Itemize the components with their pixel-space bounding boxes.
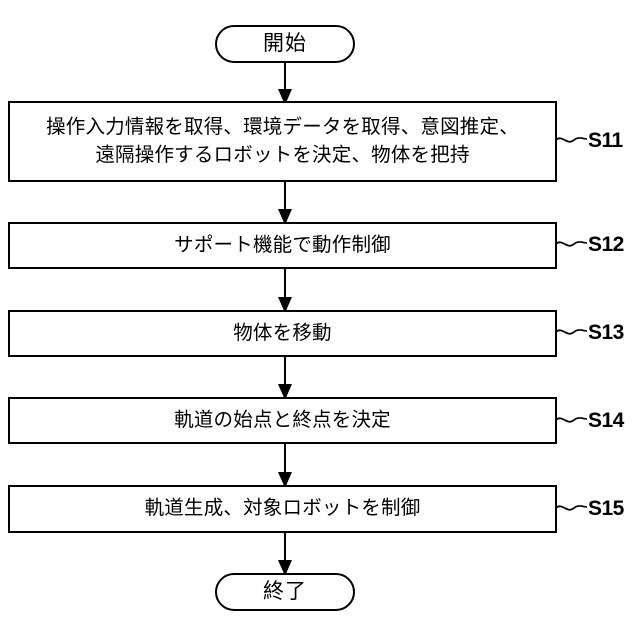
end-terminal-label: 終了: [263, 580, 307, 604]
arrow-s12-s13: [278, 267, 292, 313]
arrow-s14-s15: [278, 442, 292, 488]
leader-line-s11: [555, 137, 588, 143]
process-box-s15-label: 軌道生成、対象ロボットを制御: [144, 497, 421, 520]
leader-line-s14: [555, 417, 588, 423]
process-box-s12: サポート機能で動作制御: [8, 222, 557, 269]
process-box-s11: 操作入力情報を取得、環境データを取得、意図推定、 遠隔操作するロボットを決定、物…: [8, 101, 557, 182]
start-terminal: 開始: [215, 25, 355, 63]
step-label-s12: S12: [588, 233, 624, 256]
arrow-s15-end: [278, 531, 292, 576]
step-label-s15: S15: [588, 497, 624, 520]
process-box-s12-label: サポート機能で動作制御: [174, 233, 391, 256]
process-box-s15: 軌道生成、対象ロボットを制御: [8, 485, 557, 533]
process-box-s14: 軌道の始点と終点を決定: [8, 397, 557, 444]
arrow-start-s11: [278, 60, 292, 105]
start-terminal-label: 開始: [263, 32, 307, 56]
process-box-s13-label: 物体を移動: [233, 321, 332, 344]
arrow-s11-s12: [278, 180, 292, 225]
process-box-s11-label: 操作入力情報を取得、環境データを取得、意図推定、 遠隔操作するロボットを決定、物…: [46, 115, 519, 166]
step-label-s14: S14: [588, 409, 624, 432]
leader-line-s13: [555, 329, 588, 335]
leader-line-s15: [555, 505, 588, 511]
step-label-s13: S13: [588, 321, 624, 344]
process-box-s14-label: 軌道の始点と終点を決定: [174, 408, 391, 431]
arrow-s13-s14: [278, 355, 292, 400]
end-terminal: 終了: [215, 573, 355, 611]
process-box-s13: 物体を移動: [8, 310, 557, 357]
step-label-s11: S11: [588, 129, 623, 152]
leader-line-s12: [555, 241, 588, 247]
